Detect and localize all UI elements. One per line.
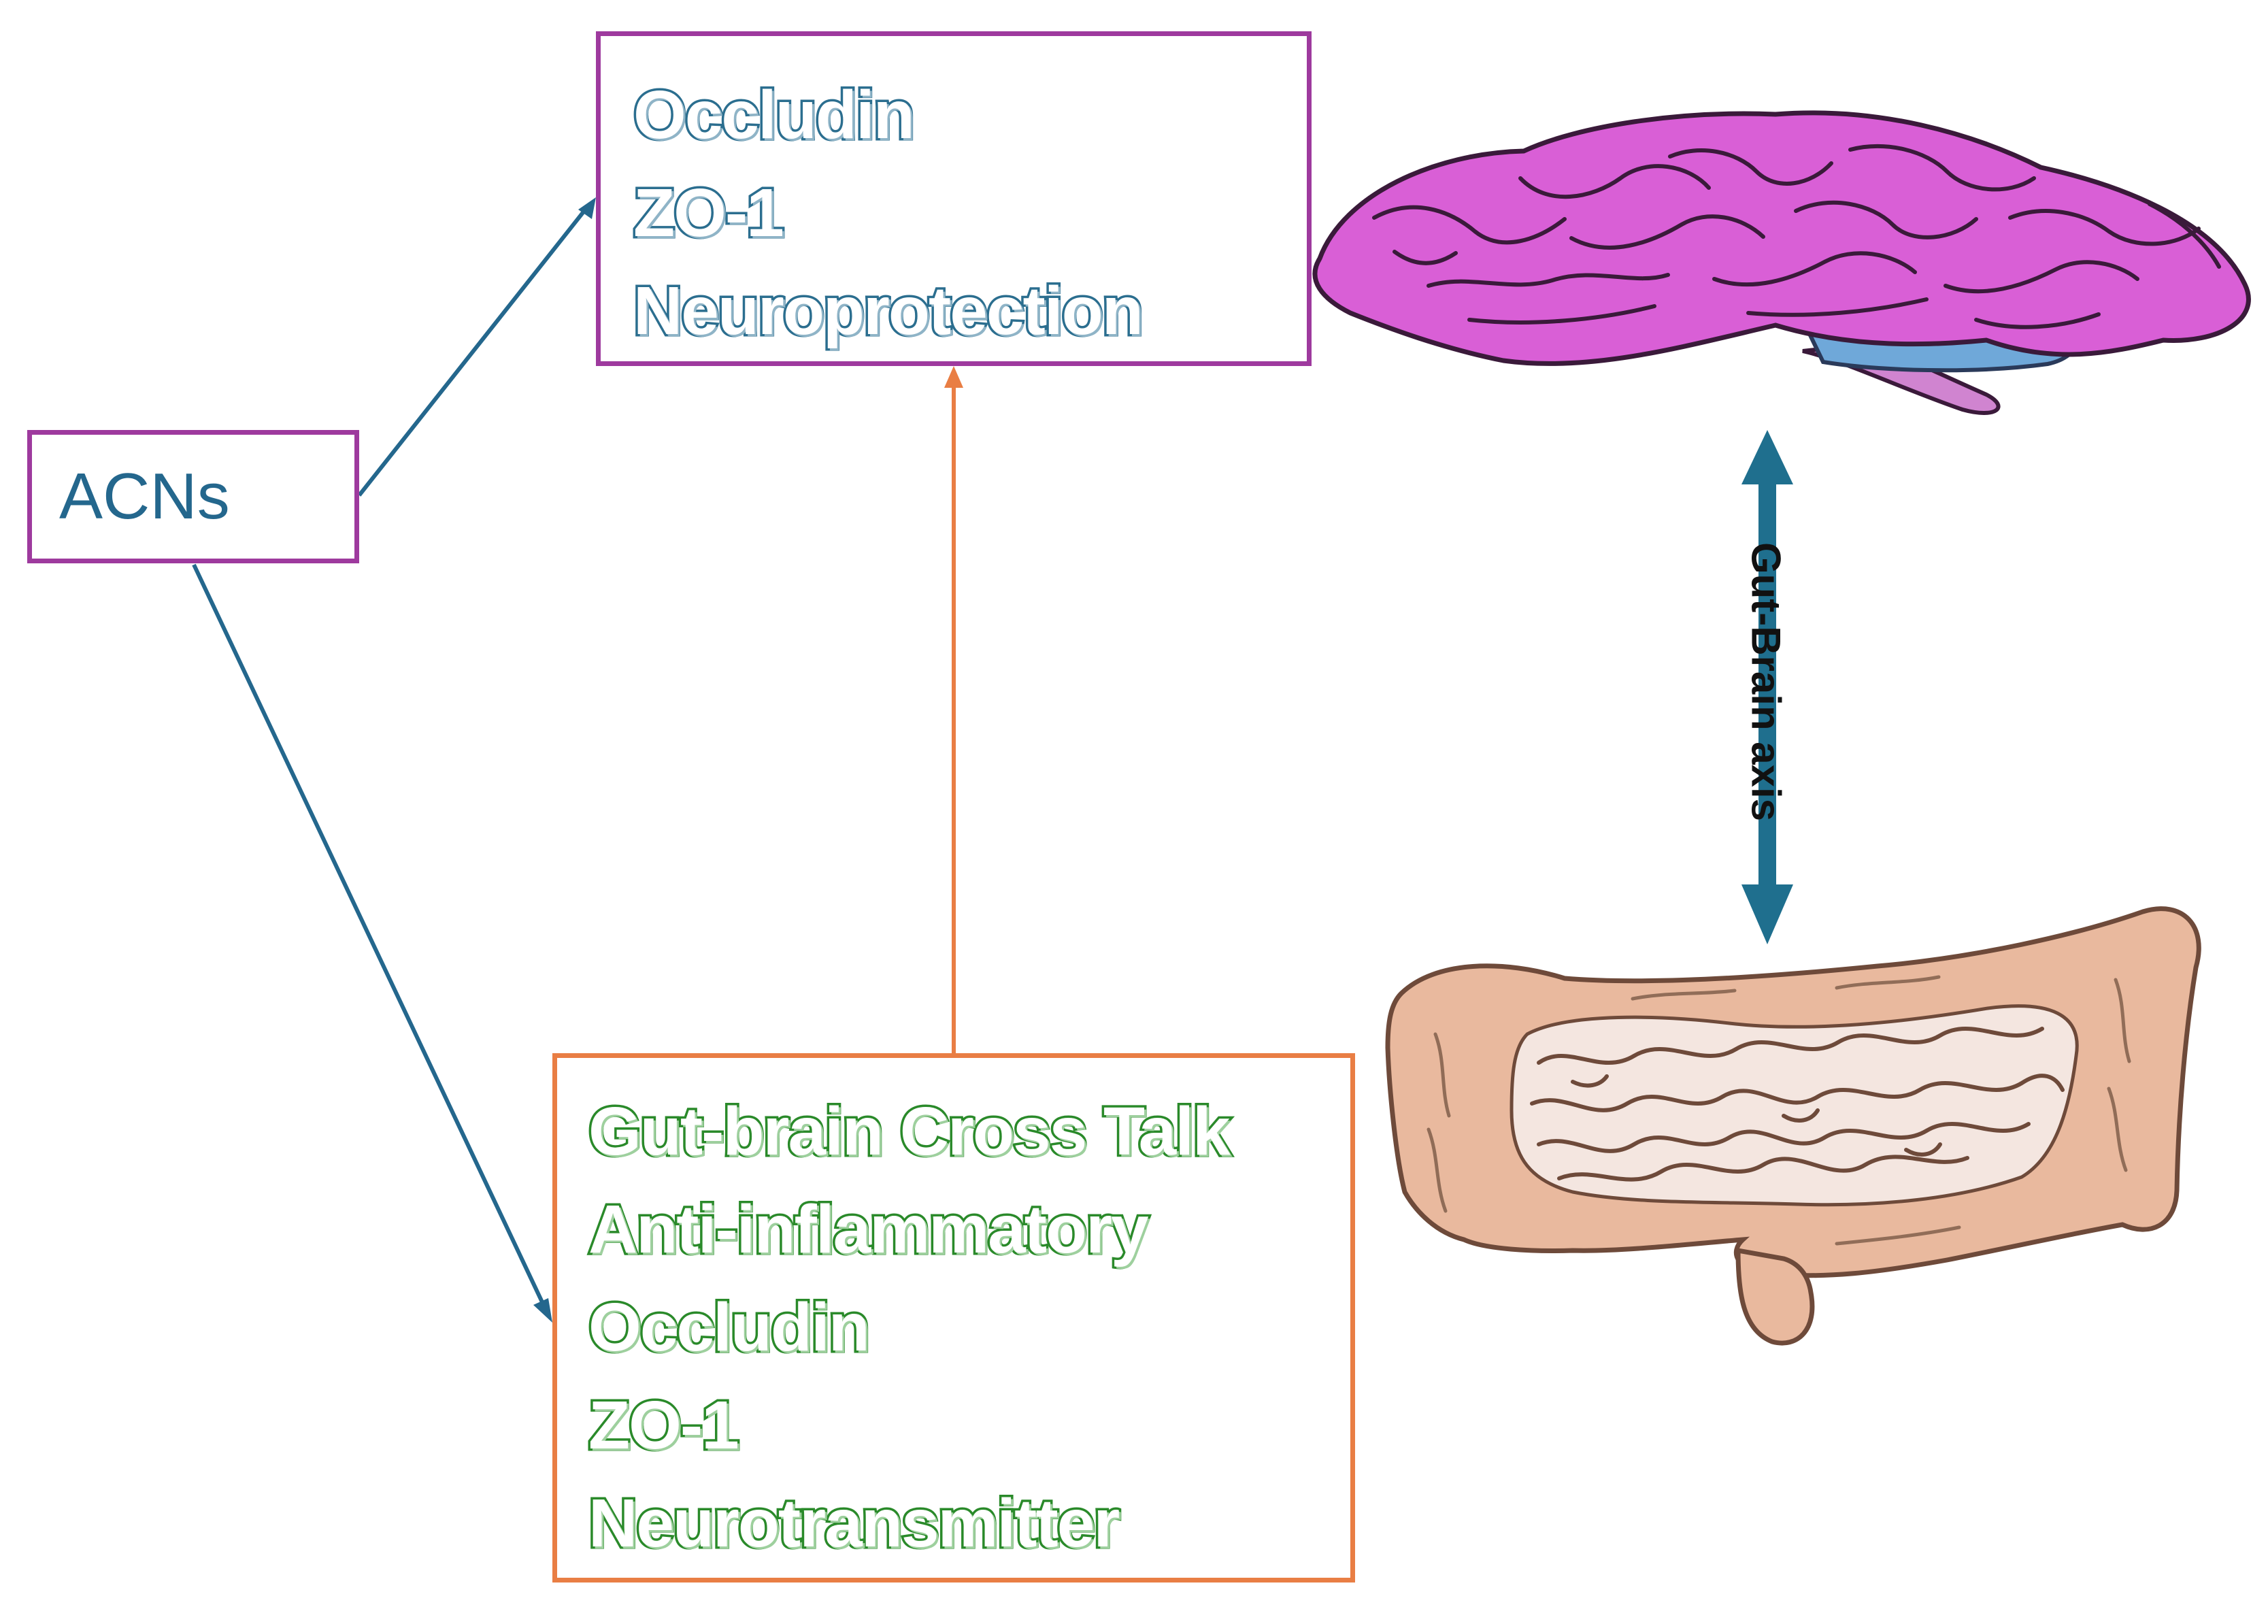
gut-brain-axis-arrow: [1741, 430, 1793, 944]
arrow-acns-to-gut-box: [192, 563, 552, 1323]
brain-illustration: [1312, 110, 2251, 415]
acns-label: ACNs: [59, 460, 230, 533]
gut-brain-axis-label: Gut-Brain axis: [1743, 542, 1789, 822]
gut-effects-box: Gut-brain Cross Talk Anti-inflammatory O…: [552, 1053, 1355, 1582]
gut-effect-anti-inflammatory: Anti-inflammatory: [586, 1189, 1152, 1270]
brain-effects-box: Occludin ZO-1 Neuroprotection: [596, 31, 1312, 366]
arrow-gut-to-brain-box: [944, 366, 963, 1053]
brain-effect-zo-1: ZO-1: [631, 173, 787, 254]
brain-effect-occludin: Occludin: [631, 75, 918, 156]
acns-box: ACNs: [27, 430, 359, 563]
gut-effect-zo-1: ZO-1: [586, 1385, 742, 1466]
intestines-illustration: [1385, 906, 2201, 1346]
gut-effect-cross-talk: Gut-brain Cross Talk: [586, 1091, 1233, 1172]
gut-effect-occludin: Occludin: [586, 1287, 873, 1368]
brain-effect-neuroprotection: Neuroprotection: [631, 271, 1146, 352]
gut-effect-neurotransmitter: Neurotransmitter: [586, 1483, 1122, 1564]
arrow-acns-to-brain-box: [357, 197, 596, 497]
